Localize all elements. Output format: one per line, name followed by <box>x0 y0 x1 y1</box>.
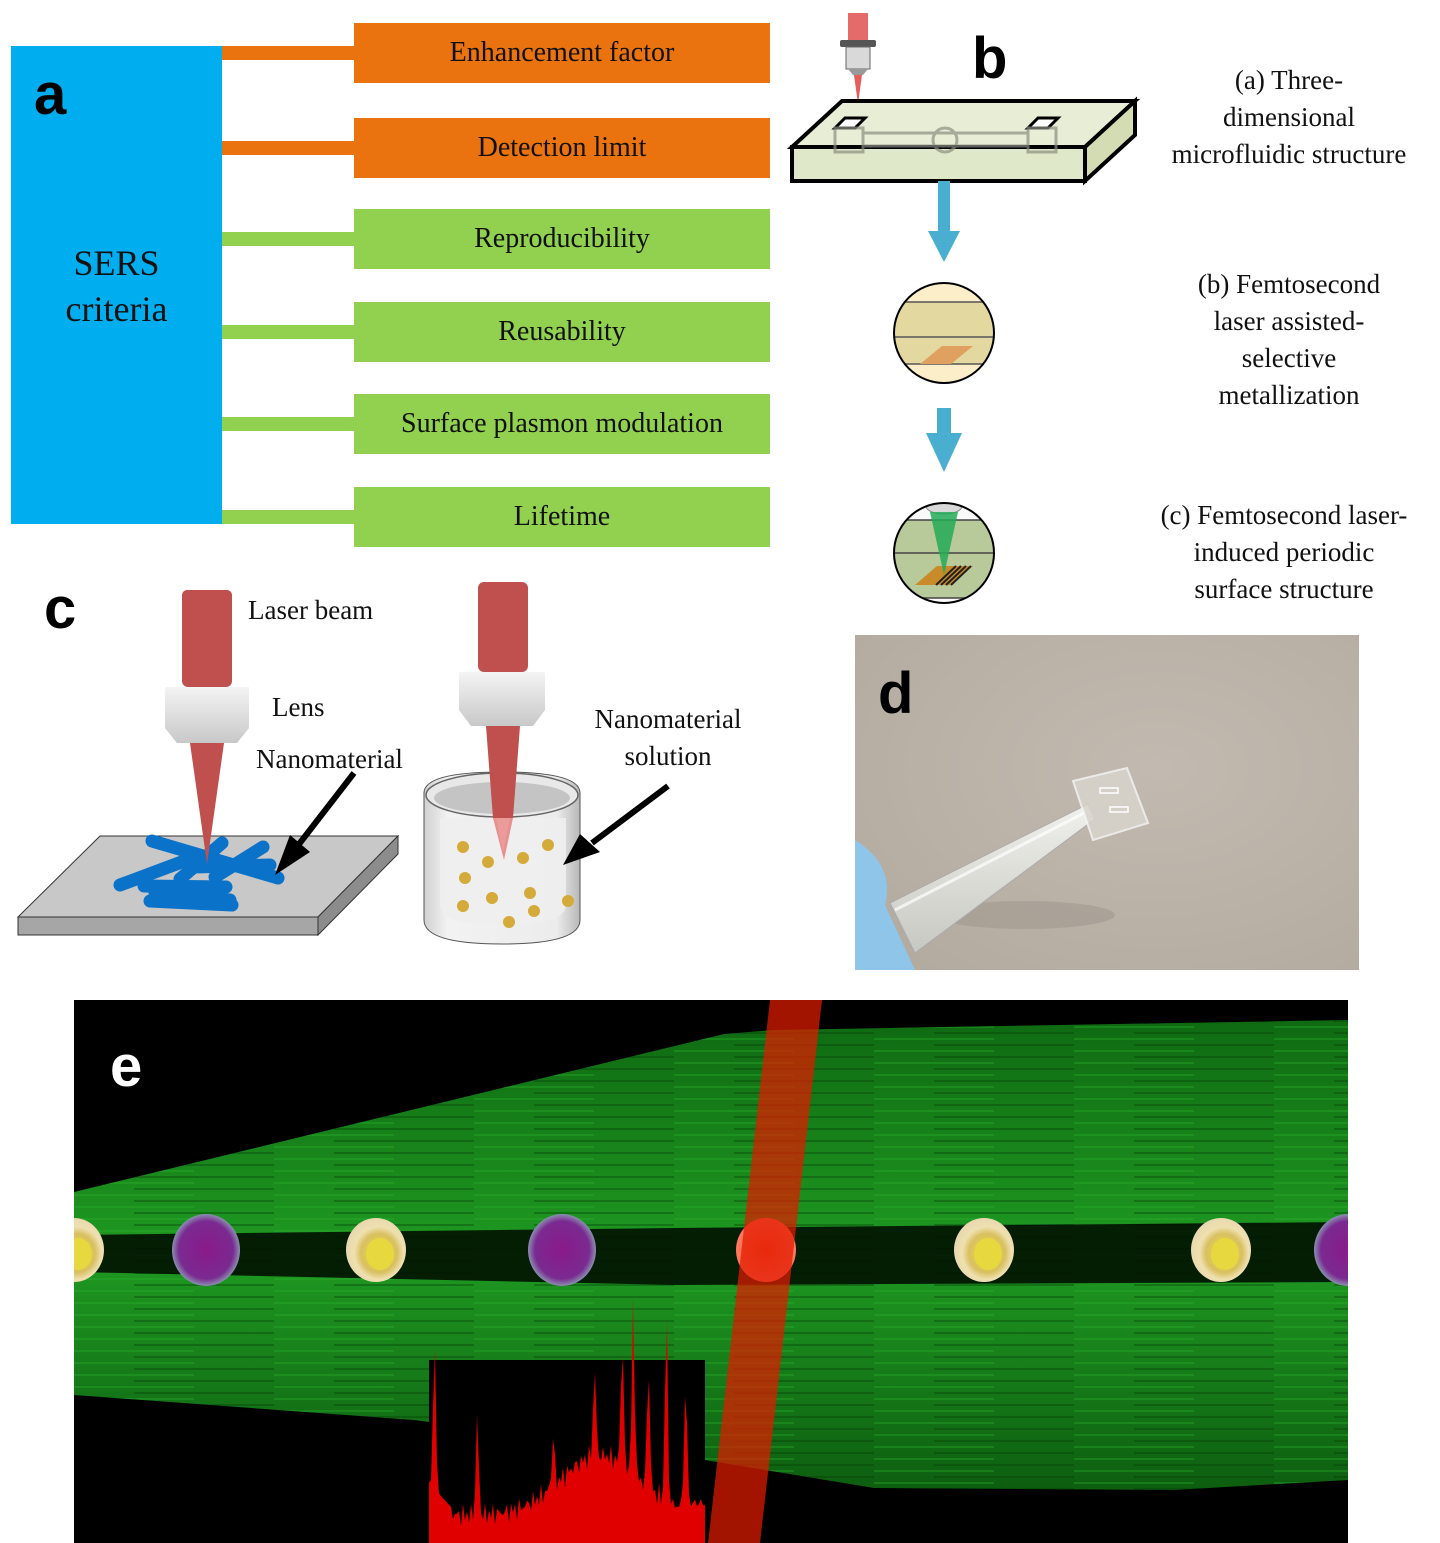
criteria-box: Reusability <box>354 302 770 362</box>
sers-criteria-label: SERS criteria <box>11 240 222 332</box>
criteria-box: Detection limit <box>354 118 770 178</box>
step-c-line: surface structure <box>1194 574 1374 604</box>
label-laser-beam: Laser beam <box>248 595 374 625</box>
glove <box>855 840 915 970</box>
step-c-text: (c) Femtosecond laser- induced periodic … <box>1134 497 1434 608</box>
label-solution-line1: Nanomaterial <box>594 704 742 734</box>
step-c-line: induced periodic <box>1193 537 1375 567</box>
nanorods <box>113 834 285 912</box>
criteria-connector <box>222 417 354 431</box>
chip-photo: d <box>855 635 1359 970</box>
pointer-arrow-solution <box>563 783 670 865</box>
panel-letter-e: e <box>110 1034 143 1099</box>
laser-beam-left <box>165 590 249 864</box>
step-b-line: laser assisted- <box>1213 306 1365 336</box>
criteria-label: Reusability <box>498 316 626 347</box>
spectrum-curve <box>429 1297 705 1543</box>
sers-criteria-box <box>11 46 222 524</box>
metallization-zoom-circle <box>893 282 995 384</box>
criteria-label: Lifetime <box>513 501 611 532</box>
label-nanomaterial: Nanomaterial <box>256 744 403 774</box>
panel-letter-d: d <box>878 661 914 726</box>
step-a-text: (a) Three- dimensional microfluidic stru… <box>1139 62 1439 173</box>
cell-nucleus <box>366 1238 394 1270</box>
step-a-line: (a) Three- <box>1234 65 1344 95</box>
criteria-box: Surface plasmon modulation <box>354 394 770 454</box>
cell-nucleus <box>1211 1238 1239 1270</box>
microfluidic-diagram <box>786 13 1141 604</box>
tweezers-chip-image <box>855 635 1359 970</box>
objective-lens-icon <box>840 13 876 104</box>
sers-label-line2: criteria <box>65 289 168 329</box>
criteria-box: Lifetime <box>354 487 770 547</box>
label-solution-line2: solution <box>624 741 712 771</box>
step-b-line: (b) Femtosecond <box>1197 269 1381 299</box>
criteria-label: Enhancement factor <box>449 37 675 68</box>
criteria-box: Reproducibility <box>354 209 770 269</box>
criteria-connector <box>222 141 354 155</box>
nanoparticles <box>457 839 574 928</box>
purple-cell <box>528 1214 596 1286</box>
step-b-line: metallization <box>1218 380 1360 410</box>
step-a-line: microfluidic structure <box>1171 139 1407 169</box>
label-lens: Lens <box>272 692 325 722</box>
cell-nucleus <box>74 1238 92 1270</box>
sers-label-line1: SERS <box>73 243 160 283</box>
microfluidic-chip-photo <box>1071 766 1150 842</box>
microfluidic-chip <box>786 96 1141 186</box>
panel-letter-c: c <box>44 576 77 641</box>
criteria-label: Detection limit <box>477 132 647 163</box>
purple-cell <box>172 1214 240 1286</box>
criteria-connector <box>222 325 354 339</box>
label-nanomaterial-solution: Nanomaterial solution <box>583 701 753 775</box>
lipss-zoom-circle <box>893 502 995 604</box>
cells-layer <box>74 1214 1348 1286</box>
step-c-line: (c) Femtosecond laser- <box>1160 500 1408 530</box>
process-arrow-2 <box>926 408 962 472</box>
step-b-text: (b) Femtosecond laser assisted- selectiv… <box>1139 266 1439 414</box>
raman-spectrum-inset <box>429 1297 705 1543</box>
step-b-line: selective <box>1241 343 1337 373</box>
laser-synthesis-diagram <box>16 582 670 945</box>
criteria-box: Enhancement factor <box>354 23 770 83</box>
process-arrow-1 <box>928 181 960 262</box>
step-a-line: dimensional <box>1223 102 1355 132</box>
laser-detection-beam <box>708 1000 822 1543</box>
cell-sorting-image: e <box>74 1000 1348 1543</box>
criteria-connector <box>222 232 354 246</box>
laser-beam-right <box>459 582 545 860</box>
cell-nucleus <box>974 1238 1002 1270</box>
panel-letter-b: b <box>972 26 1008 91</box>
pointer-arrow-nanomaterial <box>275 771 357 875</box>
criteria-connector <box>222 510 354 524</box>
microchannel-fluorescence <box>74 1000 1348 1543</box>
criteria-connector <box>222 46 354 60</box>
panel-letter-a: a <box>34 62 67 127</box>
criteria-label: Surface plasmon modulation <box>401 408 723 439</box>
purple-cell <box>1314 1214 1348 1286</box>
criteria-label: Reproducibility <box>474 223 650 254</box>
